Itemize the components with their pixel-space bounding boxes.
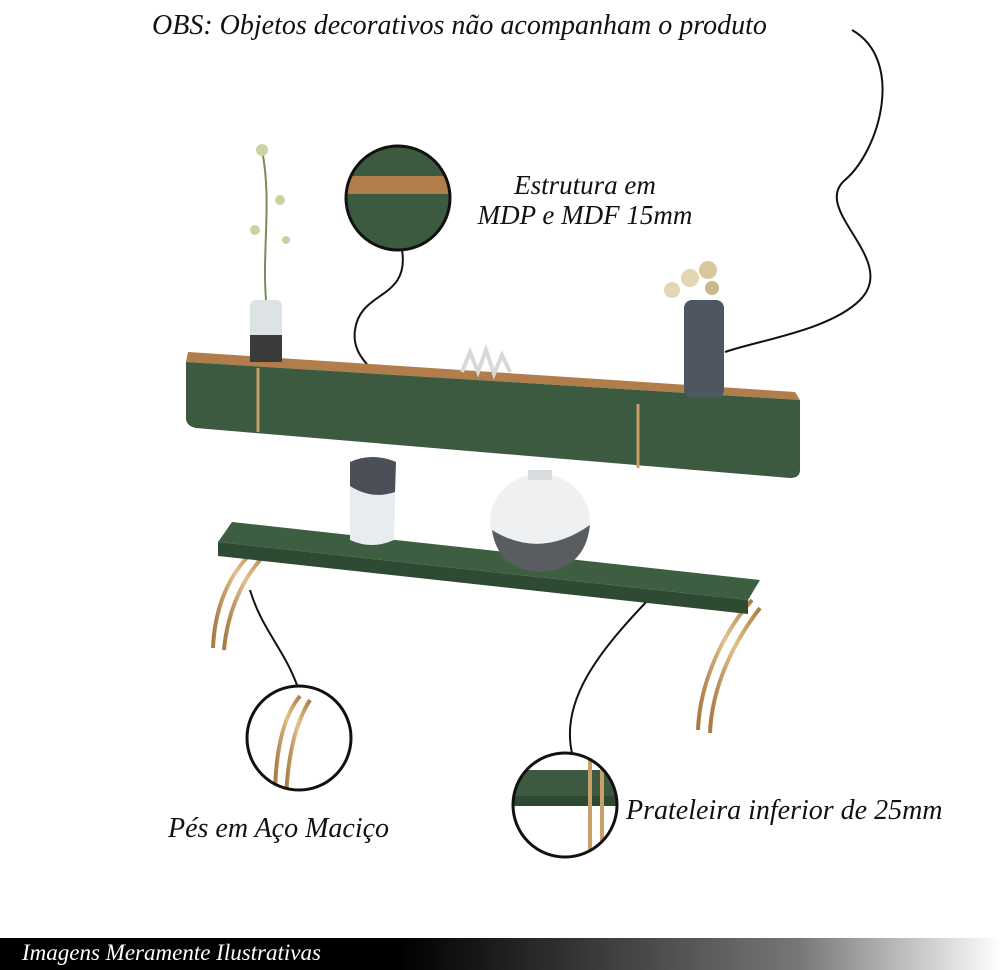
legs-note: Pés em Aço Maciço (168, 813, 390, 844)
callout-lines (249, 29, 884, 754)
footer-text: Imagens Meramente Ilustrativas (22, 940, 321, 965)
detail-circle-structure (344, 144, 452, 252)
footer-banner: Imagens Meramente Ilustrativas (0, 938, 1000, 970)
detail-circle-legs (245, 684, 353, 792)
detail-circle-shelf (511, 751, 619, 859)
lower-vases (350, 457, 590, 572)
structure-note-line1: Estrutura em (514, 170, 656, 200)
obs-note: OBS: Objetos decorativos não acompanham … (152, 10, 767, 41)
structure-note-line2: MDP e MDF 15mm (477, 200, 693, 230)
shelf-note: Prateleira inferior de 25mm (626, 795, 943, 826)
top-decor (250, 144, 724, 398)
lower-shelf (218, 522, 760, 614)
structure-note: Estrutura em MDP e MDF 15mm (440, 170, 730, 230)
